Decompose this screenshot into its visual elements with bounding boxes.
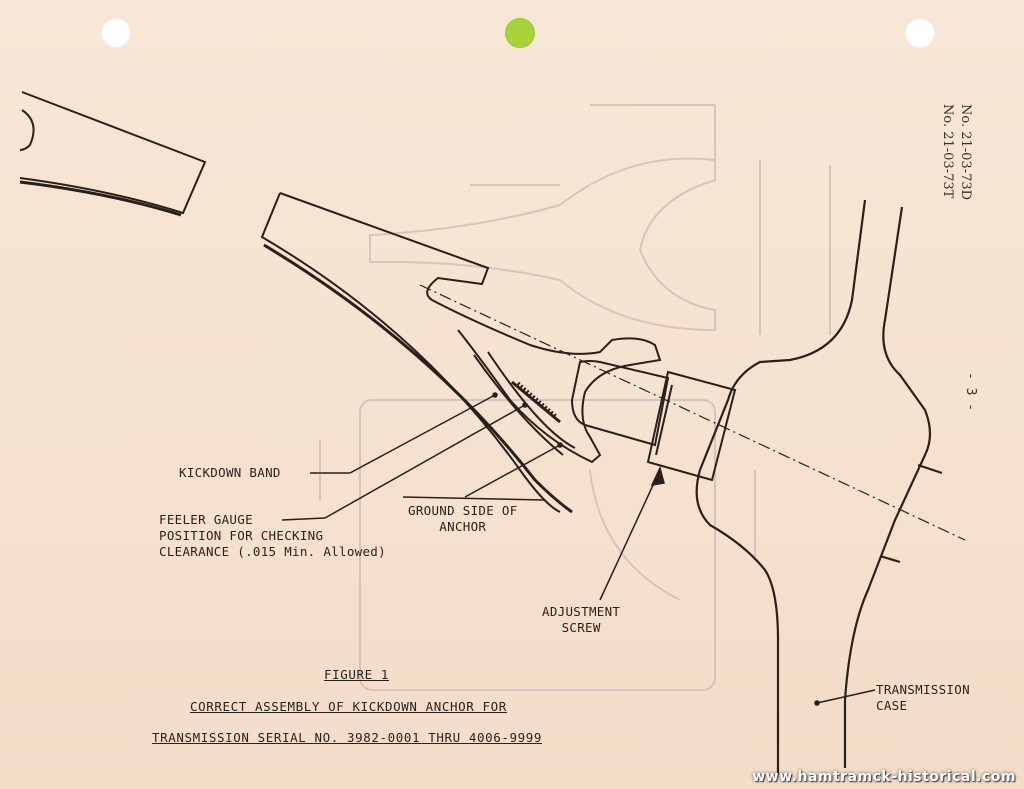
label-transmission-case-line2: CASE (876, 698, 908, 713)
kickdown-band (260, 192, 662, 514)
label-transmission-case-line1: TRANSMISSION (876, 682, 970, 697)
punch-hole-center (505, 18, 535, 48)
punch-hole-left (101, 18, 131, 48)
label-ground-side-line2: ANCHOR (439, 519, 487, 534)
bleed-through-drawing (319, 104, 831, 691)
figure-number: FIGURE 1 (324, 667, 390, 682)
label-kickdown-band: KICKDOWN BAND (179, 465, 281, 480)
center-line (419, 284, 966, 541)
figure-caption-line2: TRANSMISSION SERIAL NO. 3982-0001 THRU 4… (152, 730, 543, 745)
document-number-block: No. 21-03-73D No. 21-03-73T (938, 104, 974, 200)
site-watermark: www.hamtramck-historical.com (752, 769, 1016, 785)
label-adjustment-screw: ADJUSTMENT SCREW (542, 604, 620, 636)
document-number-t: No. 21-03-73T (940, 104, 955, 199)
adjustment-screw (570, 360, 737, 482)
label-adjustment-screw-line1: ADJUSTMENT (542, 604, 621, 619)
label-adjustment-screw-line2: SCREW (561, 620, 601, 635)
leader-lines (281, 392, 876, 706)
label-ground-side-line1: GROUND SIDE OF (408, 503, 518, 518)
figure-caption-line1: CORRECT ASSEMBLY OF KICKDOWN ANCHOR FOR (190, 699, 507, 714)
punch-hole-right (905, 18, 935, 48)
label-feeler-gauge-line2: POSITION FOR CHECKING (159, 528, 324, 543)
label-feeler-gauge-line3: CLEARANCE (.015 Min. Allowed) (159, 544, 386, 559)
document-number-d: No. 21-03-73D (958, 104, 973, 201)
transmission-case (695, 199, 943, 775)
page-number: - 3 - (963, 372, 978, 412)
feeler-gauge (511, 380, 561, 424)
label-transmission-case: TRANSMISSION CASE (876, 682, 970, 714)
label-feeler-gauge-line1: FEELER GAUGE (159, 512, 253, 527)
band-end-fragment (19, 91, 207, 217)
label-feeler-gauge: FEELER GAUGE POSITION FOR CHECKING CLEAR… (159, 512, 386, 560)
label-ground-side: GROUND SIDE OF ANCHOR (408, 503, 518, 535)
